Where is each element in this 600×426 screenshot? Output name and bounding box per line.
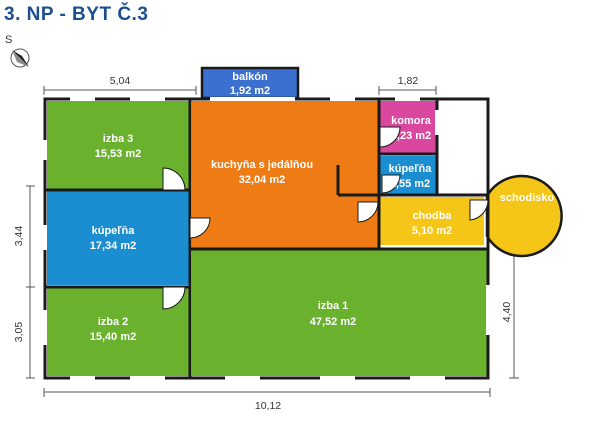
- windows: [43, 97, 490, 380]
- label-komora-area: 3,23 m2: [391, 130, 431, 142]
- label-chodba-area: 5,10 m2: [412, 225, 452, 237]
- compass: S: [2, 34, 36, 74]
- dim-right: 4,40: [501, 302, 513, 323]
- dim-top-right: 1,82: [398, 75, 419, 87]
- label-balkon-area: 1,92 m2: [230, 85, 270, 97]
- label-kuchyna-name: kuchyňa s jedálňou: [211, 159, 313, 171]
- dim-left-lower: 3,05: [13, 322, 25, 343]
- room-kuchyna: [192, 101, 378, 248]
- north-arrow-icon: [10, 48, 30, 68]
- dim-bottom: 10,12: [255, 400, 281, 412]
- label-izba3-area: 15,53 m2: [95, 148, 141, 160]
- room-schodisko: [485, 174, 563, 258]
- dimension-labels: 5,04 1,82 3,44 3,05 10,12 4,40: [13, 75, 513, 412]
- label-kuchyna-area: 32,04 m2: [239, 174, 285, 186]
- dim-left-upper: 3,44: [13, 226, 25, 247]
- label-kupelna-small-area: 2,55 m2: [390, 178, 430, 190]
- label-komora-name: komora: [391, 115, 432, 127]
- room-izba-1: [192, 250, 487, 376]
- label-chodba-name: chodba: [412, 210, 452, 222]
- plan-title: 3. NP - BYT Č.3: [4, 4, 149, 25]
- dim-top-left: 5,04: [110, 75, 131, 87]
- room-kupelna: [47, 191, 189, 285]
- rooms-layer: [47, 66, 563, 376]
- compass-label: S: [5, 34, 13, 46]
- room-balkon: [200, 66, 300, 100]
- room-chodba: [380, 197, 484, 245]
- label-izba1-area: 47,52 m2: [310, 316, 356, 328]
- dimension-lines: [26, 86, 519, 397]
- label-izba2-name: izba 2: [98, 316, 129, 328]
- room-labels: balkón 1,92 m2 izba 3 15,53 m2 kuchyňa s…: [90, 71, 555, 343]
- label-kupelna-small-name: kúpeľňa: [389, 163, 433, 175]
- label-kupelna-name: kúpeľňa: [92, 225, 136, 237]
- label-kupelna-area: 17,34 m2: [90, 240, 136, 252]
- doors: [162, 126, 489, 310]
- label-izba1-name: izba 1: [318, 300, 349, 312]
- label-balkon-name: balkón: [232, 71, 268, 83]
- label-izba2-area: 15,40 m2: [90, 331, 136, 343]
- label-schodisko-name: schodisko: [500, 192, 555, 204]
- label-izba3-name: izba 3: [103, 133, 134, 145]
